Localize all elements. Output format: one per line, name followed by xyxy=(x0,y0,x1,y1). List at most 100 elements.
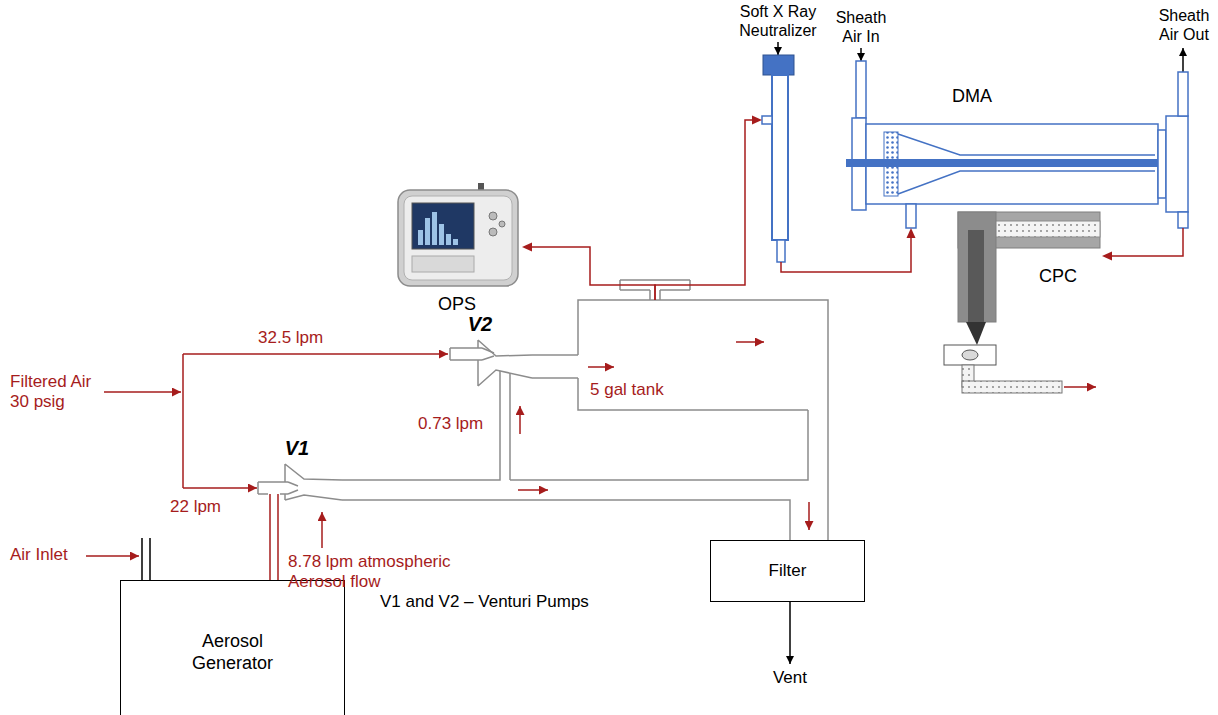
sample-flow-arrow xyxy=(522,243,655,301)
aerosol-line xyxy=(270,500,271,580)
center-rod xyxy=(846,159,1158,167)
pipe-wall xyxy=(510,410,808,480)
supply-arrow xyxy=(104,391,181,393)
flow-rate: 0.73 lpm xyxy=(418,414,498,434)
inlet-stub xyxy=(762,116,772,124)
port-label: Sheath Air Out xyxy=(1156,6,1212,44)
connector-line xyxy=(530,247,655,300)
inlet-tube xyxy=(258,482,288,494)
device-button xyxy=(489,228,497,236)
end-plate xyxy=(1158,130,1166,198)
pipe-wall xyxy=(532,377,578,379)
device-body xyxy=(398,190,518,286)
pump-label: V1 xyxy=(272,436,322,460)
inlet-label: Air Inlet xyxy=(10,545,82,565)
outlet-nozzle xyxy=(777,240,785,262)
connector-line xyxy=(655,120,754,300)
inlet-pipe xyxy=(142,538,150,580)
device-button xyxy=(489,212,497,220)
venturi-pump: V2 xyxy=(448,340,532,386)
flow-arrow xyxy=(588,366,614,368)
supply-arrow xyxy=(183,487,257,489)
instrument-label: Soft X Ray Neutralizer xyxy=(728,2,828,40)
saturator-tube xyxy=(995,221,1100,237)
connector-line xyxy=(269,500,271,580)
arrowhead xyxy=(1102,252,1112,261)
key-note: V1 and V2 – Venturi Pumps xyxy=(380,592,680,612)
screen-bar xyxy=(439,224,444,245)
arrowhead xyxy=(522,243,532,252)
ops-instrument: OPS xyxy=(395,185,522,289)
black-lines xyxy=(142,42,1183,664)
pump-label: V2 xyxy=(455,312,505,336)
tank xyxy=(578,280,828,410)
connector-line xyxy=(342,386,500,480)
aerosol-line xyxy=(277,494,279,580)
neutralizer: Soft X Ray Neutralizer xyxy=(762,55,795,262)
screen-bar xyxy=(453,239,458,245)
venturi-v1 xyxy=(258,410,808,500)
port-label: Sheath Air In xyxy=(830,8,892,46)
optics-lens xyxy=(962,350,978,360)
flow-rate: 22 lpm xyxy=(170,497,250,517)
aerosol-inlet-tube xyxy=(906,204,916,228)
optics-block xyxy=(944,345,996,365)
dma-drawing xyxy=(846,61,1188,228)
device-button xyxy=(499,221,505,227)
neutralizer-drawing xyxy=(762,55,794,262)
arrowhead xyxy=(907,228,916,238)
venturi-body xyxy=(478,340,532,386)
flow-rate: 32.5 lpm xyxy=(258,328,368,348)
instrument-label: DMA xyxy=(937,86,1007,108)
dma-column: DMA xyxy=(846,116,1190,228)
instrument-label: CPC xyxy=(1023,266,1093,288)
flow-arrow xyxy=(321,512,323,548)
pipe-wall xyxy=(342,386,500,480)
sheath-arrow xyxy=(860,48,862,61)
tank-wall xyxy=(578,300,828,410)
sheath-outlet-tube xyxy=(1178,72,1188,116)
generator-box: Aerosol Generator xyxy=(120,580,345,715)
screen-bar xyxy=(432,212,437,245)
supply-label: Filtered Air 30 psig xyxy=(10,372,106,413)
flow-rate: 8.78 lpm atmospheric Aerosol flow xyxy=(288,552,493,593)
venturi-v2 xyxy=(450,340,578,480)
connector-line xyxy=(1110,228,1183,256)
cpc-drawing xyxy=(944,212,1100,393)
device-screen xyxy=(412,203,474,249)
sheath-arrow xyxy=(1182,48,1184,72)
pipe-wall xyxy=(342,500,790,540)
sheath-inlet-tube xyxy=(856,61,866,118)
neutralizer-tube xyxy=(772,75,788,240)
box-label: Aerosol Generator xyxy=(183,631,283,674)
screen-bar xyxy=(425,218,430,245)
connector-line xyxy=(342,500,790,540)
outlet-tube xyxy=(962,381,1062,393)
inlet-tube xyxy=(450,348,482,360)
mixing-tank: 5 gal tank xyxy=(578,300,828,410)
connector-line xyxy=(781,236,911,272)
pipe-wall xyxy=(828,410,829,540)
connector-line xyxy=(532,354,578,356)
cpc-instrument: CPC xyxy=(935,208,1102,400)
sample-flow-arrow xyxy=(1102,228,1183,261)
flow-arrow xyxy=(1064,386,1096,388)
air-supply-lines xyxy=(86,342,1096,580)
venturi-pump: V1 xyxy=(255,464,342,500)
supply-line xyxy=(182,354,184,488)
pipe-wall xyxy=(532,355,578,356)
instrument-label: OPS xyxy=(422,294,492,316)
flow-arrow xyxy=(808,502,810,530)
connector-line xyxy=(827,410,829,540)
sample-flow-arrow xyxy=(781,228,916,272)
supply-arrow xyxy=(183,353,448,355)
screen-bar xyxy=(446,234,451,245)
filter-box: Filter xyxy=(710,540,865,602)
screen-bar xyxy=(418,230,423,245)
box-label: Filter xyxy=(769,561,807,581)
nozzle xyxy=(288,482,298,494)
xray-source xyxy=(763,55,794,75)
flow-arrow xyxy=(518,489,548,491)
pointer-arrow xyxy=(777,42,779,55)
